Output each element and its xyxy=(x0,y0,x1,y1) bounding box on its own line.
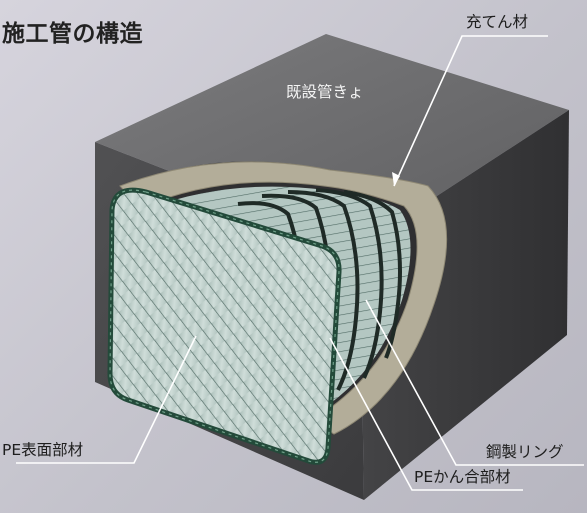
label-pe-joint: PEかん合部材 xyxy=(414,468,511,486)
steel-ring-4 xyxy=(315,188,384,379)
label-steel-ring: 鋼製リング xyxy=(486,443,564,461)
leader-lines xyxy=(16,35,584,491)
label-filler: 充てん材 xyxy=(466,13,529,31)
leader-filler xyxy=(393,35,548,187)
leader-pe-surface xyxy=(16,335,197,464)
filler-layer xyxy=(119,161,448,435)
leader-pe-joint xyxy=(329,337,523,491)
steel-ring-5 xyxy=(343,190,402,359)
leader-filler-arrow xyxy=(392,172,400,186)
leader-steel-ring xyxy=(365,299,584,466)
diagram-title: 施工管の構造 xyxy=(2,21,143,47)
label-pe-surface: PE表面部材 xyxy=(2,441,84,459)
label-existing-pipe: 既設管きょ xyxy=(286,83,364,101)
existing-pipe-right-face xyxy=(360,110,569,500)
existing-pipe-top-face xyxy=(95,34,569,246)
steel-ring-3 xyxy=(287,190,360,391)
